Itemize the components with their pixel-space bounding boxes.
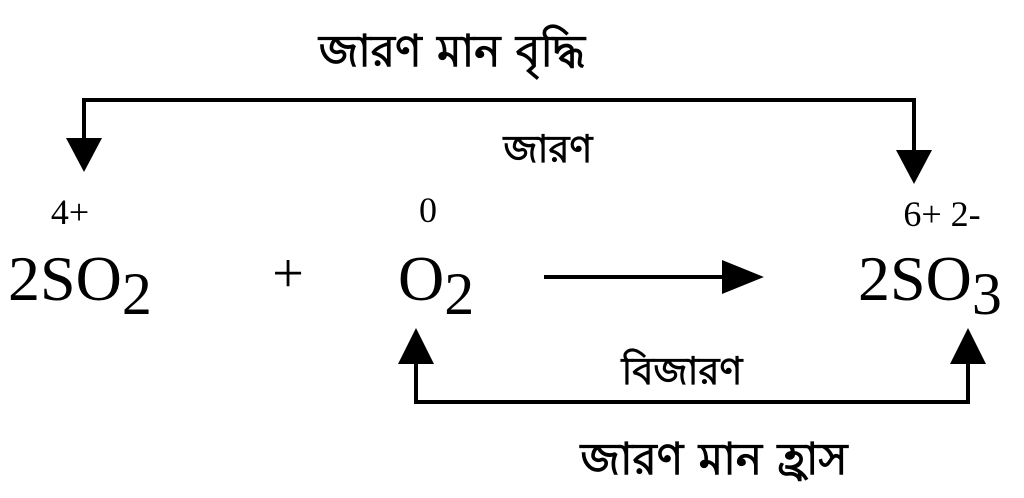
arrowhead-up-right — [950, 328, 986, 364]
formula-main-o2: O — [398, 243, 444, 314]
formula-main-so3: SO — [890, 243, 972, 314]
subscript-so3: 3 — [972, 261, 1002, 327]
reaction-arrow — [544, 260, 764, 294]
reduction-label: বিজারণ — [620, 348, 745, 393]
formula-main-so2: SO — [40, 243, 122, 314]
arrowhead-down-left — [66, 138, 102, 172]
species-so2: 4+ 2SO2 — [8, 192, 152, 327]
formula-so2: 2SO2 — [8, 243, 152, 327]
oxidation-increase-label: জারণ মান বৃদ্ধি — [317, 24, 587, 80]
subscript-so2: 2 — [122, 261, 152, 327]
formula-o2: O2 — [398, 243, 474, 327]
species-so3: 6+ 2- 2SO3 — [858, 194, 1002, 327]
species-o2: 0 O2 — [398, 190, 474, 327]
subscript-o2: 2 — [444, 261, 474, 327]
oxidation-decrease-label: জারণ মান হ্রাস — [578, 434, 849, 485]
oxidation-increase-bracket — [66, 98, 932, 184]
arrowhead-down-right — [896, 150, 932, 184]
formula-so3: 2SO3 — [858, 243, 1002, 327]
oxidation-label: জারণ — [502, 127, 595, 171]
oxidation-state-o2: 0 — [419, 190, 437, 230]
plus-sign: + — [272, 243, 304, 305]
coefficient-so2: 2 — [8, 243, 40, 314]
coefficient-so3: 2 — [858, 243, 890, 314]
oxidation-decrease-bracket — [398, 328, 986, 404]
oxidation-state-so2: 4+ — [51, 192, 89, 232]
oxidation-state-so3: 6+ 2- — [903, 194, 980, 234]
arrowhead-up-left — [398, 328, 434, 364]
